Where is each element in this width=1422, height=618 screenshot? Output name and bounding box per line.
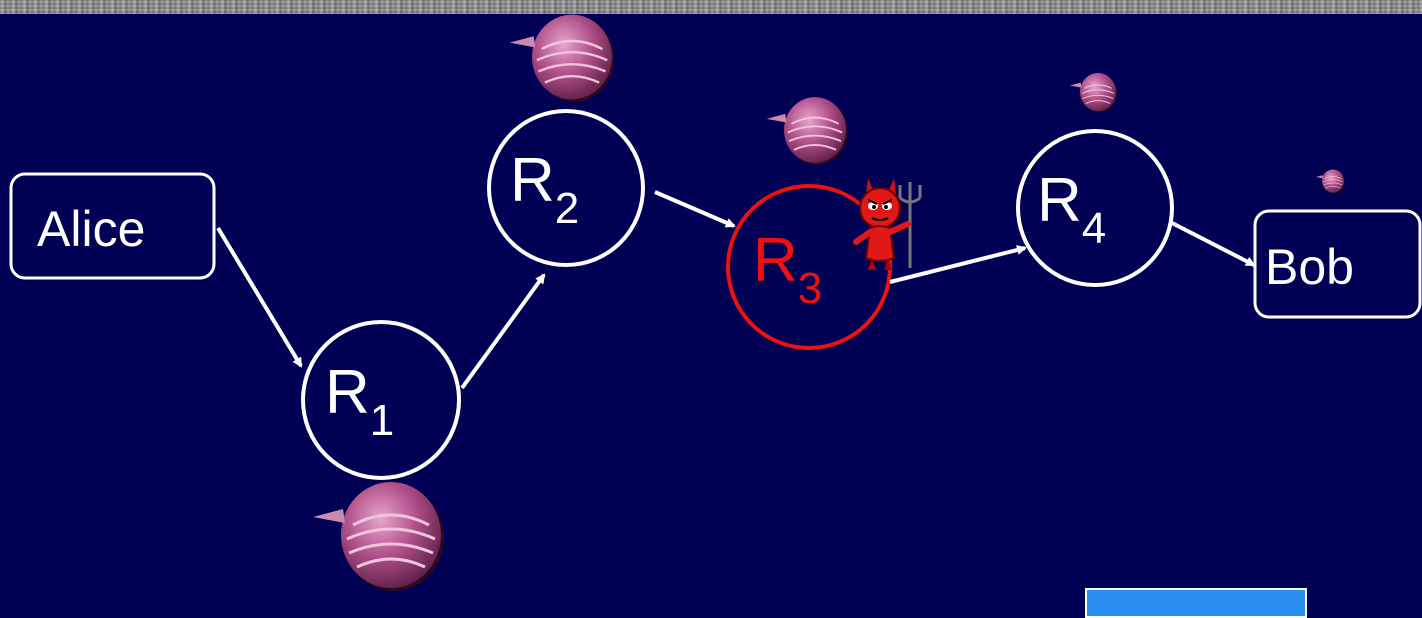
relay-circle-1 (301, 320, 461, 480)
arrow-r1-r2 (460, 273, 546, 390)
onion-icon (311, 480, 446, 593)
relay-label-3: R3 (753, 230, 822, 311)
onion-icon (765, 96, 849, 166)
onion-icon (508, 13, 616, 104)
bob-label: Bob (1265, 239, 1354, 295)
relay-index: 2 (554, 184, 580, 233)
relay-letter: R (510, 146, 555, 215)
alice-box (9, 172, 216, 280)
relay-label-1: R1 (325, 362, 394, 443)
alice-label: Alice (37, 201, 146, 257)
textured-top-border (0, 0, 1422, 14)
relay-letter: R (1037, 166, 1082, 235)
relay-letter: R (325, 358, 370, 427)
relay-circle-2 (487, 109, 645, 267)
relay-letter: R (753, 226, 798, 295)
arrow-r2-r3 (654, 190, 736, 228)
relay-circle-4 (1016, 129, 1174, 287)
relay-label-2: R2 (510, 150, 579, 231)
arrow-r3-r4 (889, 245, 1027, 284)
onion-routing-diagram (9, 13, 1422, 593)
relay-index: 4 (1081, 204, 1107, 253)
devil-icon (853, 178, 922, 270)
onion-icon (1315, 169, 1345, 194)
relay-index: 1 (369, 396, 395, 445)
onion-icon (1069, 72, 1118, 113)
relay-label-4: R4 (1037, 170, 1106, 251)
slide-button-partial[interactable] (1085, 588, 1307, 618)
arrow-alice-r1 (216, 226, 303, 368)
arrow-r4-bob (1171, 221, 1256, 267)
relay-index: 3 (797, 264, 823, 313)
